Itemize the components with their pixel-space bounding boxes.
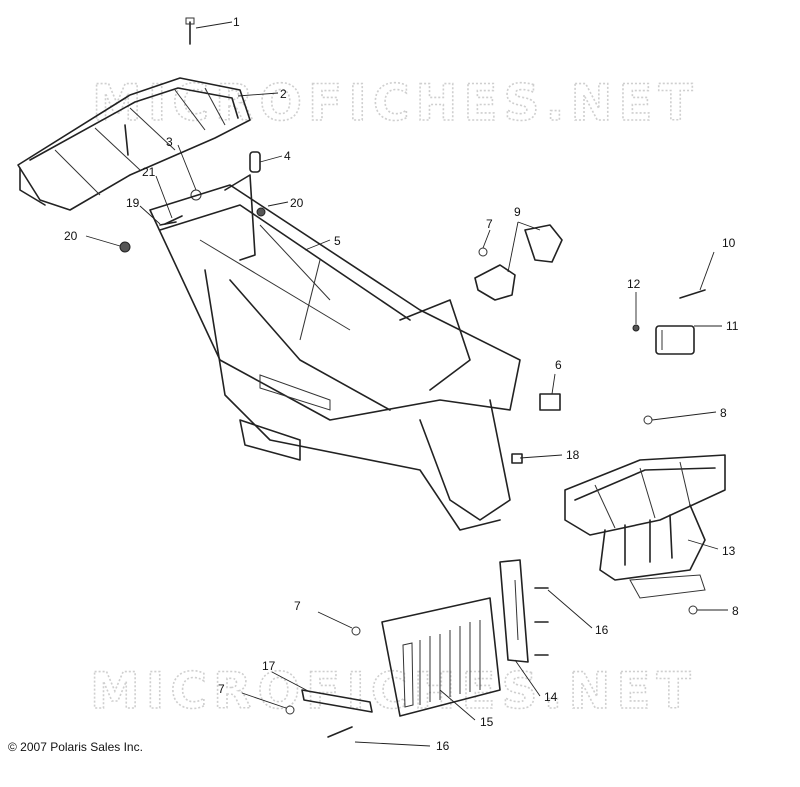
callout-6: 6 [555,358,562,372]
part-fastener-8a [643,415,653,425]
part-fastener-7a [478,247,488,257]
callout-7a: 7 [486,217,493,231]
part-bolt-10 [679,289,706,299]
part-fastener-8b [688,605,698,615]
part-bar-17 [301,689,373,713]
callout-20b: 20 [64,229,78,243]
part-nut-20a [256,207,266,217]
callout-19: 19 [126,196,140,210]
part-screen-15 [381,597,501,717]
callout-17: 17 [262,659,276,673]
callout-15: 15 [480,715,494,729]
callout-7c: 7 [218,682,225,696]
callout-12: 12 [627,277,641,291]
callout-1: 1 [233,15,240,29]
callout-8b: 8 [732,604,739,618]
part-nut-12 [632,324,640,332]
part-rear-rack-2 [17,77,251,211]
watermark-bottom: MICROFICHES.NET [90,662,697,720]
part-bolt-19 [159,221,177,226]
callout-11: 11 [726,319,739,333]
leader-lines [85,21,728,747]
callout-10: 10 [722,236,736,250]
part-fastener-7c [285,705,295,715]
part-fasteners-16 [327,587,549,738]
part-clip-18 [511,453,523,464]
callout-2: 2 [280,87,287,101]
part-fastener-7b [351,626,361,636]
part-brackets-9 [474,224,563,301]
part-front-rack-13 [564,454,726,599]
callout-13: 13 [722,544,736,558]
part-nut-20b [119,241,131,253]
callout-8a: 8 [720,406,727,420]
part-spacer-4 [249,151,261,173]
part-block-6 [539,393,561,411]
part-bolt-1 [185,17,195,45]
callout-16b: 16 [436,739,450,753]
callout-18: 18 [566,448,580,462]
callout-4: 4 [284,149,291,163]
callout-5: 5 [334,234,341,248]
watermark-top: MICROFICHES.NET [92,74,699,132]
copyright-notice: © 2007 Polaris Sales Inc. [8,740,143,754]
callout-20a: 20 [290,196,304,210]
callout-9: 9 [514,205,521,219]
callout-7b: 7 [294,599,301,613]
callout-3: 3 [166,135,173,149]
callout-14: 14 [544,690,558,704]
part-bolt-21 [164,215,183,225]
part-frame-5 [149,174,521,531]
callout-16a: 16 [595,623,609,637]
part-panel-14 [499,559,529,663]
callout-21: 21 [142,165,156,179]
part-module-11 [655,325,695,355]
